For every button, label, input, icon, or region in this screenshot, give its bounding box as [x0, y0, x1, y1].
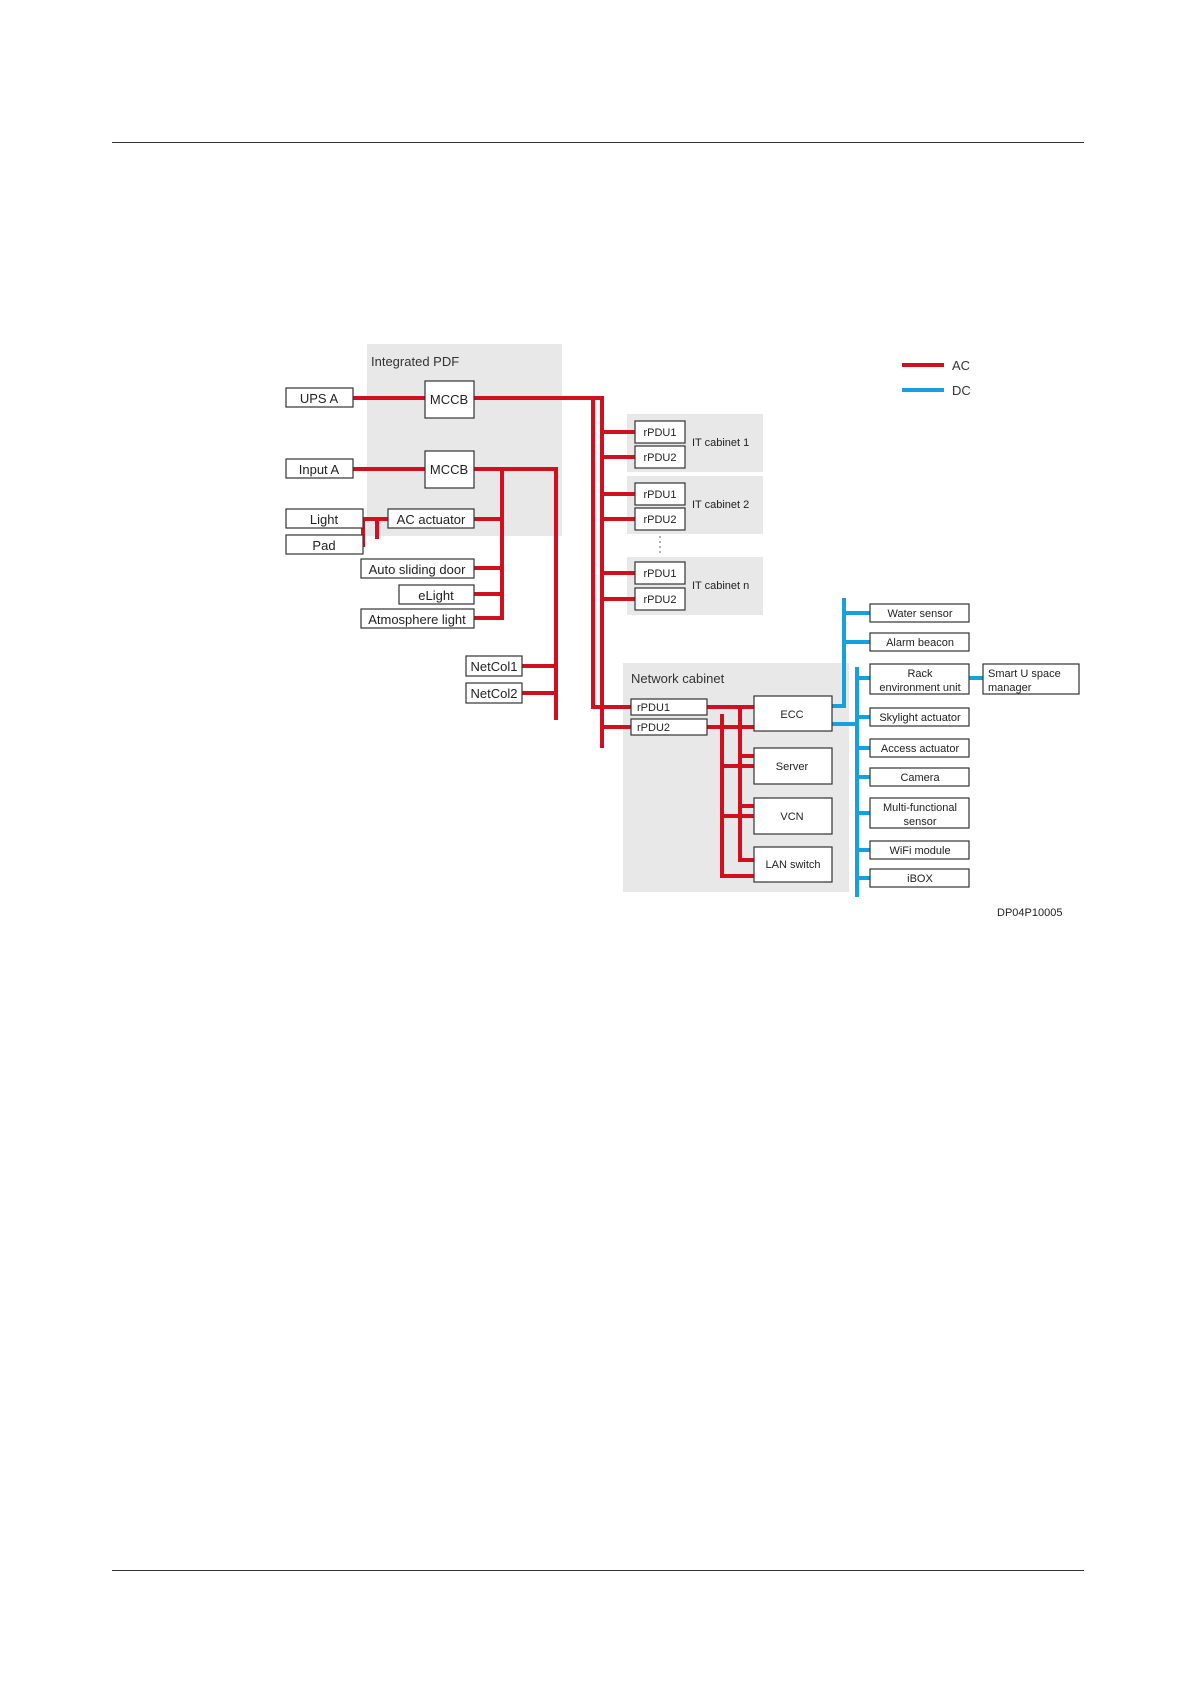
- cab1-rpdu1-label: rPDU1: [643, 427, 676, 439]
- cab2-rpdu2-box: [634, 507, 686, 531]
- integrated-pdf-panel: [367, 344, 562, 536]
- mccb-1-label: MCCB: [430, 392, 468, 407]
- cab1-rpdu1-box: [634, 420, 686, 444]
- net-rpdu1-label: rPDU1: [637, 702, 670, 714]
- cab1-rpdu2-label: rPDU2: [643, 452, 676, 464]
- auto-sliding-door-box: [360, 558, 475, 579]
- it-cabinet-2-label: IT cabinet 2: [692, 499, 749, 511]
- header-rule: [112, 142, 1084, 143]
- cabn-rpdu1-label: rPDU1: [643, 568, 676, 580]
- dc-wiring: [830, 598, 985, 897]
- rack-env-label-line1: Rack: [907, 668, 933, 680]
- cabn-rpdu2-label: rPDU2: [643, 594, 676, 606]
- vcn-box: [753, 797, 833, 835]
- server-box: [753, 747, 833, 785]
- camera-box: [869, 767, 970, 787]
- rack-environment-unit-box: [869, 663, 970, 695]
- ibox-label: iBOX: [907, 873, 933, 885]
- camera-label: Camera: [900, 772, 940, 784]
- mccb-2-label: MCCB: [430, 462, 468, 477]
- cab2-rpdu1-label: rPDU1: [643, 489, 676, 501]
- smart-u-space-manager-box: [982, 663, 1080, 695]
- elight-box: [398, 584, 475, 605]
- ecc-box: [753, 695, 833, 732]
- ups-a-box: [285, 387, 354, 408]
- dc-legend-label: DC: [952, 383, 971, 398]
- input-a-label: Input A: [299, 462, 340, 477]
- atmosphere-light-label: Atmosphere light: [368, 612, 466, 627]
- smart-u-label-line1: Smart U space: [988, 668, 1061, 680]
- skylight-actuator-label: Skylight actuator: [879, 712, 961, 724]
- water-sensor-box: [869, 603, 970, 623]
- ac-legend-label: AC: [952, 358, 970, 373]
- access-actuator-label: Access actuator: [881, 743, 960, 755]
- server-label: Server: [776, 761, 809, 773]
- cab2-rpdu2-label: rPDU2: [643, 514, 676, 526]
- net-rpdu2-box: [630, 718, 708, 736]
- it-cabinet-n-label: IT cabinet n: [692, 580, 749, 592]
- ac-actuator-label: AC actuator: [397, 512, 466, 527]
- cab1-rpdu2-box: [634, 445, 686, 469]
- figure-id: DP04P10005: [997, 907, 1062, 919]
- water-sensor-label: Water sensor: [887, 608, 952, 620]
- ups-a-label: UPS A: [300, 391, 339, 406]
- wifi-module-box: [869, 840, 970, 860]
- mccb-2-box: [424, 450, 475, 489]
- alarm-beacon-label: Alarm beacon: [886, 637, 954, 649]
- ibox-box: [869, 868, 970, 888]
- access-actuator-box: [869, 738, 970, 758]
- net-rpdu2-label: rPDU2: [637, 722, 670, 734]
- atmosphere-light-box: [360, 608, 475, 629]
- light-label: Light: [310, 512, 339, 527]
- integrated-pdf-title: Integrated PDF: [371, 354, 459, 369]
- netcol2-box: [465, 682, 523, 704]
- pad-label: Pad: [312, 538, 335, 553]
- multi-functional-sensor-box: [869, 797, 970, 829]
- multi-sensor-label-line1: Multi-functional: [883, 802, 957, 814]
- elight-label: eLight: [418, 588, 454, 603]
- netcol1-box: [465, 655, 523, 677]
- alarm-beacon-box: [869, 632, 970, 652]
- lan-switch-label: LAN switch: [765, 859, 820, 871]
- ecc-label: ECC: [780, 709, 803, 721]
- skylight-actuator-box: [869, 707, 970, 727]
- cab2-rpdu1-box: [634, 482, 686, 506]
- net-rpdu1-box: [630, 698, 708, 716]
- rack-env-label-line2: environment unit: [879, 682, 960, 694]
- vcn-label: VCN: [780, 811, 803, 823]
- pad-box: [285, 534, 364, 555]
- ac-actuator-box: [387, 508, 475, 529]
- auto-sliding-door-label: Auto sliding door: [369, 562, 467, 577]
- netcol1-label: NetCol1: [471, 659, 518, 674]
- netcol2-label: NetCol2: [471, 686, 518, 701]
- footer-rule: [112, 1570, 1084, 1571]
- ac-wiring: [351, 396, 756, 878]
- multi-sensor-label-line2: sensor: [903, 816, 936, 828]
- network-cabinet-title: Network cabinet: [631, 671, 725, 686]
- light-box: [285, 508, 364, 529]
- mccb-1-box: [424, 380, 475, 419]
- wifi-module-label: WiFi module: [889, 845, 950, 857]
- cabn-rpdu1-box: [634, 561, 686, 585]
- input-a-box: [285, 458, 354, 479]
- it-cabinet-1-label: IT cabinet 1: [692, 437, 749, 449]
- smart-u-label-line2: manager: [988, 682, 1032, 694]
- lan-switch-box: [753, 846, 833, 883]
- cabn-rpdu2-box: [634, 587, 686, 611]
